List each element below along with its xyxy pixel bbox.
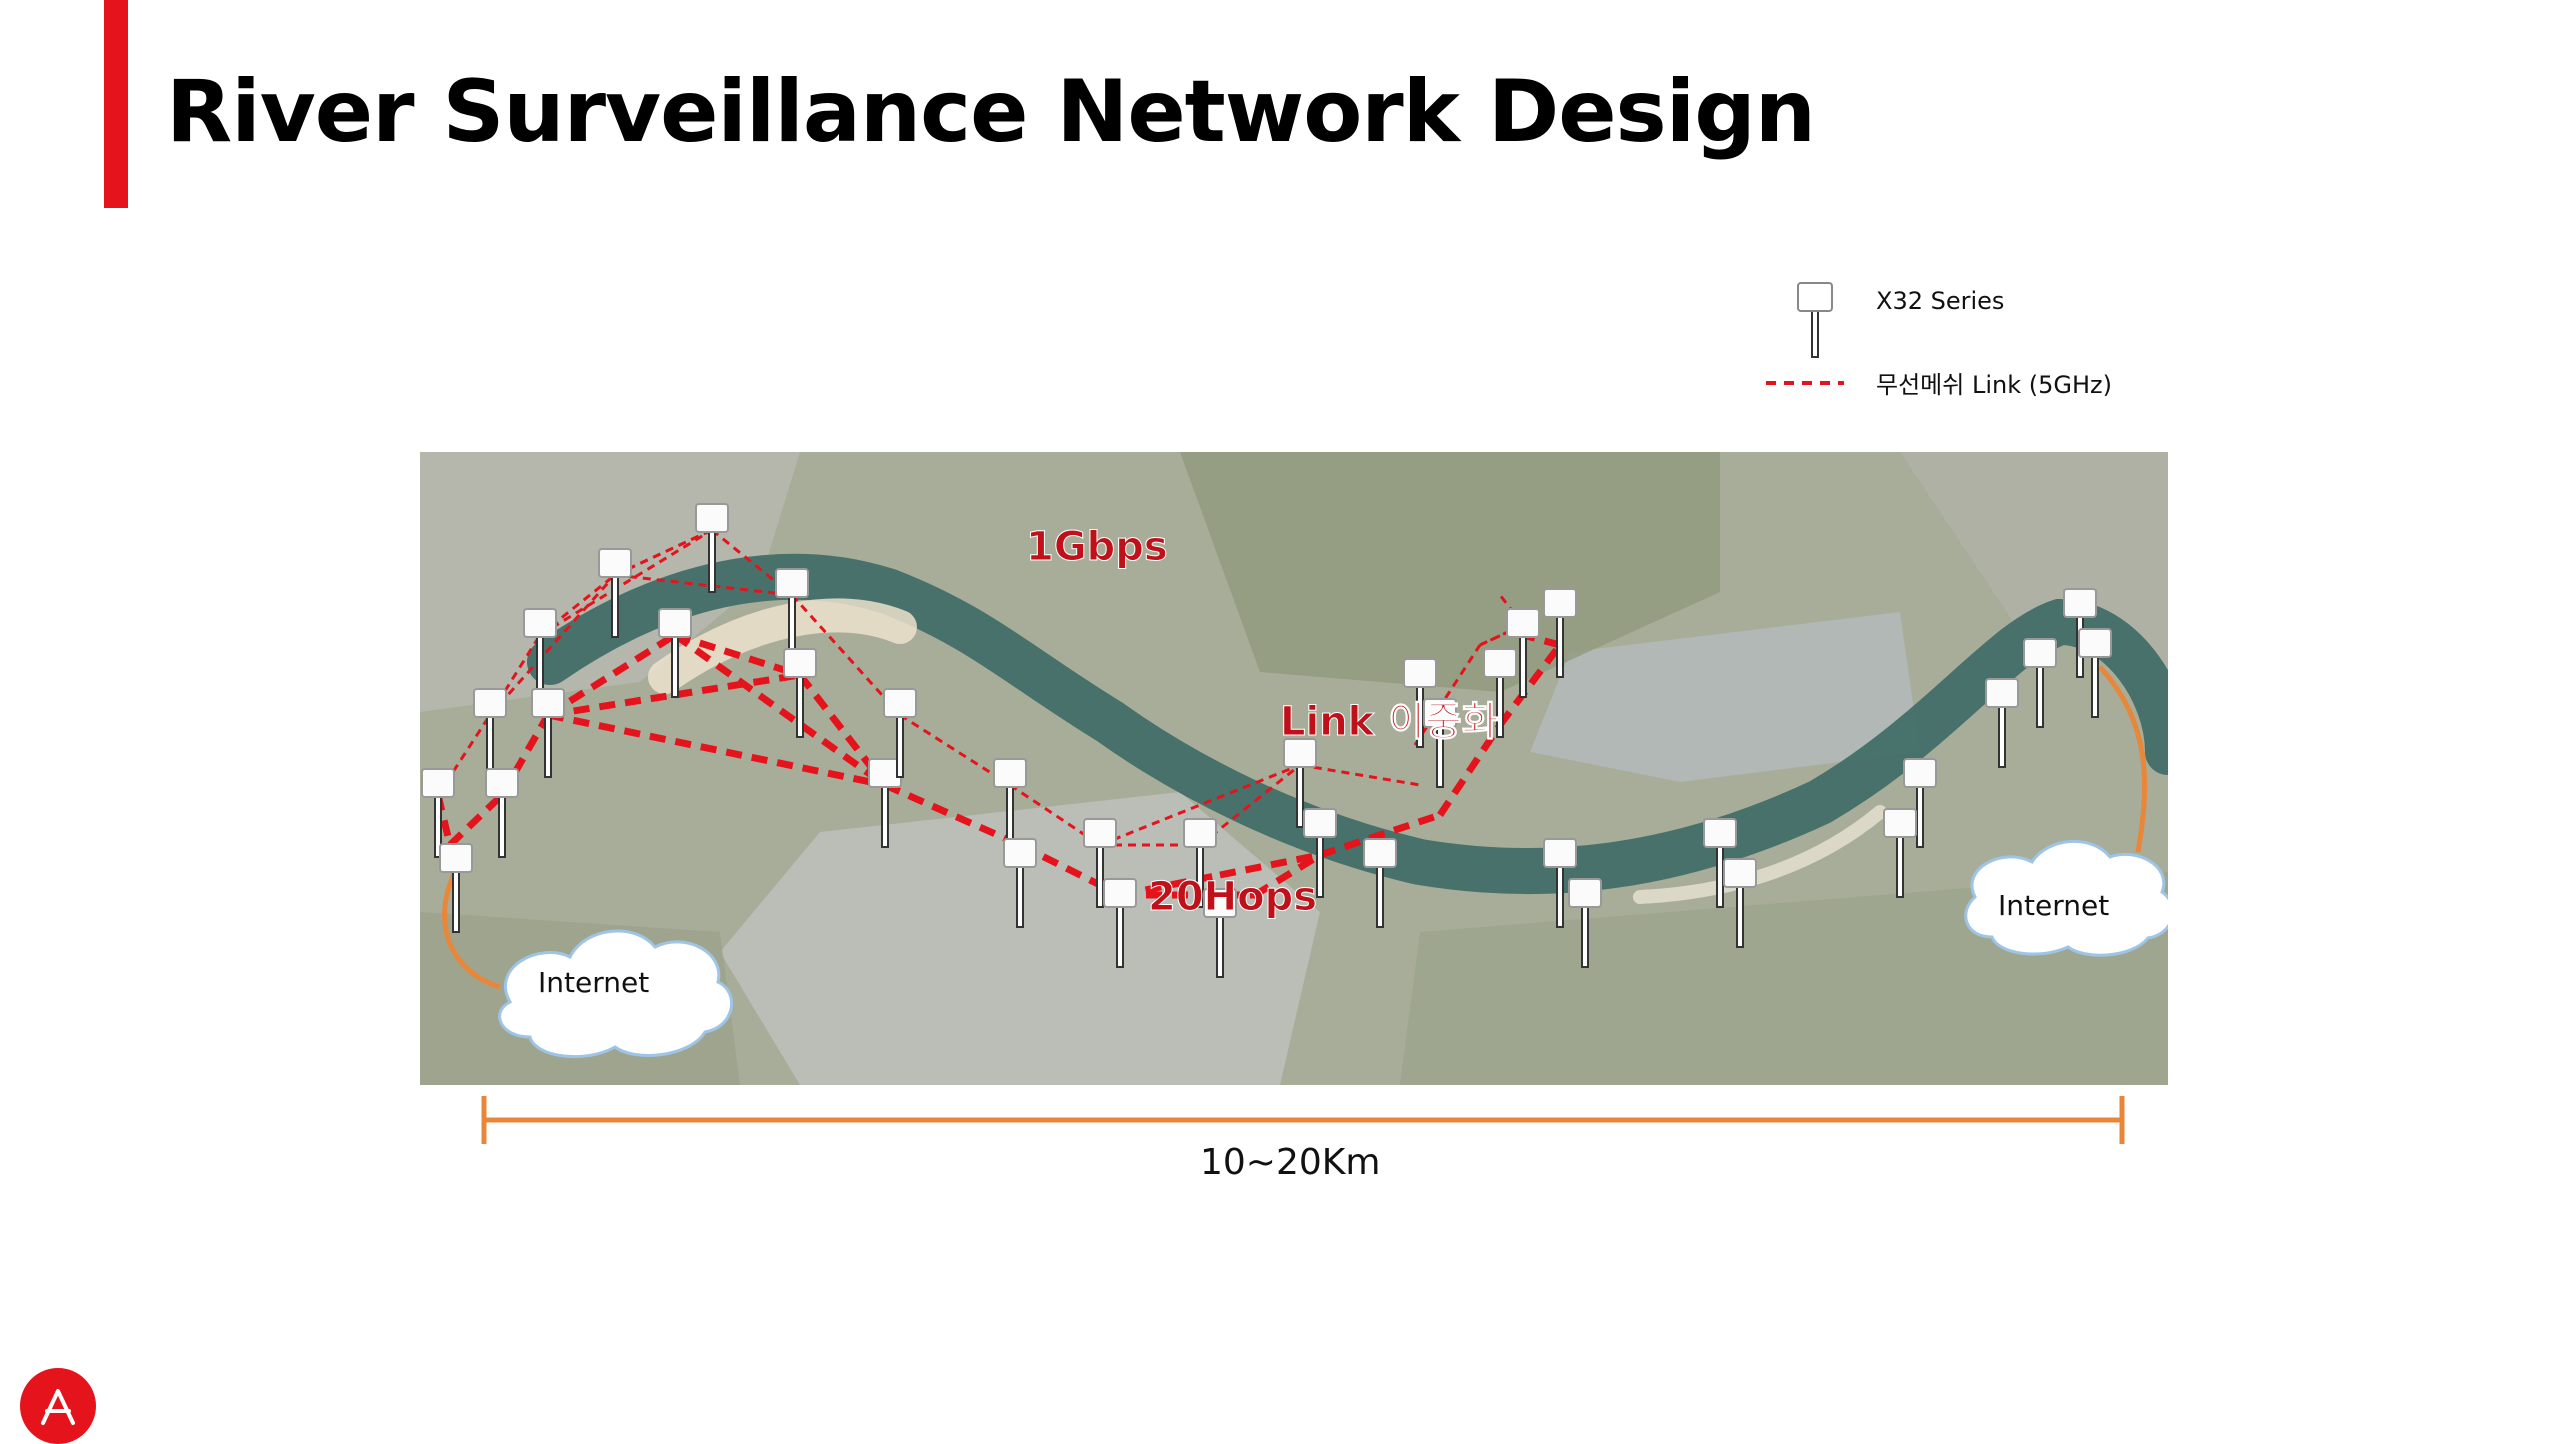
uplink-right xyxy=(2098,665,2148,853)
redundancy-annotation: Link 이중화 xyxy=(1280,699,1499,745)
legend-link-label: 무선메쉬 Link (5GHz) xyxy=(1876,371,2112,399)
legend-graphics xyxy=(1766,282,1844,385)
uplink-left xyxy=(442,868,501,990)
internet-cloud-left xyxy=(498,929,734,1059)
network-diagram: 1Gbps Link 이중화 20Hops Internet Internet xyxy=(420,452,2168,1085)
antenna-mast-icon xyxy=(1797,282,1833,358)
river-sandbank xyxy=(1633,805,1887,904)
legend: X32 Series 무선메쉬 Link (5GHz) xyxy=(1750,275,2170,405)
map-mountain-center xyxy=(1180,452,1720,692)
internet-cloud-right-label: Internet xyxy=(1998,889,2109,922)
map-urban-area-center xyxy=(720,792,1320,1085)
map-farmland-right xyxy=(1530,612,1920,782)
hops-annotation: 20Hops xyxy=(1148,874,1317,920)
bandwidth-annotation: 1Gbps xyxy=(1026,524,1168,570)
title-accent-bar xyxy=(104,0,128,208)
river xyxy=(527,553,2168,895)
internet-cloud-left-label: Internet xyxy=(538,966,649,999)
internet-cloud-right xyxy=(1964,839,2168,957)
distance-label: 10~20Km xyxy=(1200,1142,1381,1183)
legend-device-label: X32 Series xyxy=(1876,287,2005,315)
company-logo-icon xyxy=(20,1368,96,1444)
aerial-map: 1Gbps Link 이중화 20Hops Internet Internet xyxy=(420,452,2168,1085)
page-title: River Surveillance Network Design xyxy=(166,62,1816,162)
